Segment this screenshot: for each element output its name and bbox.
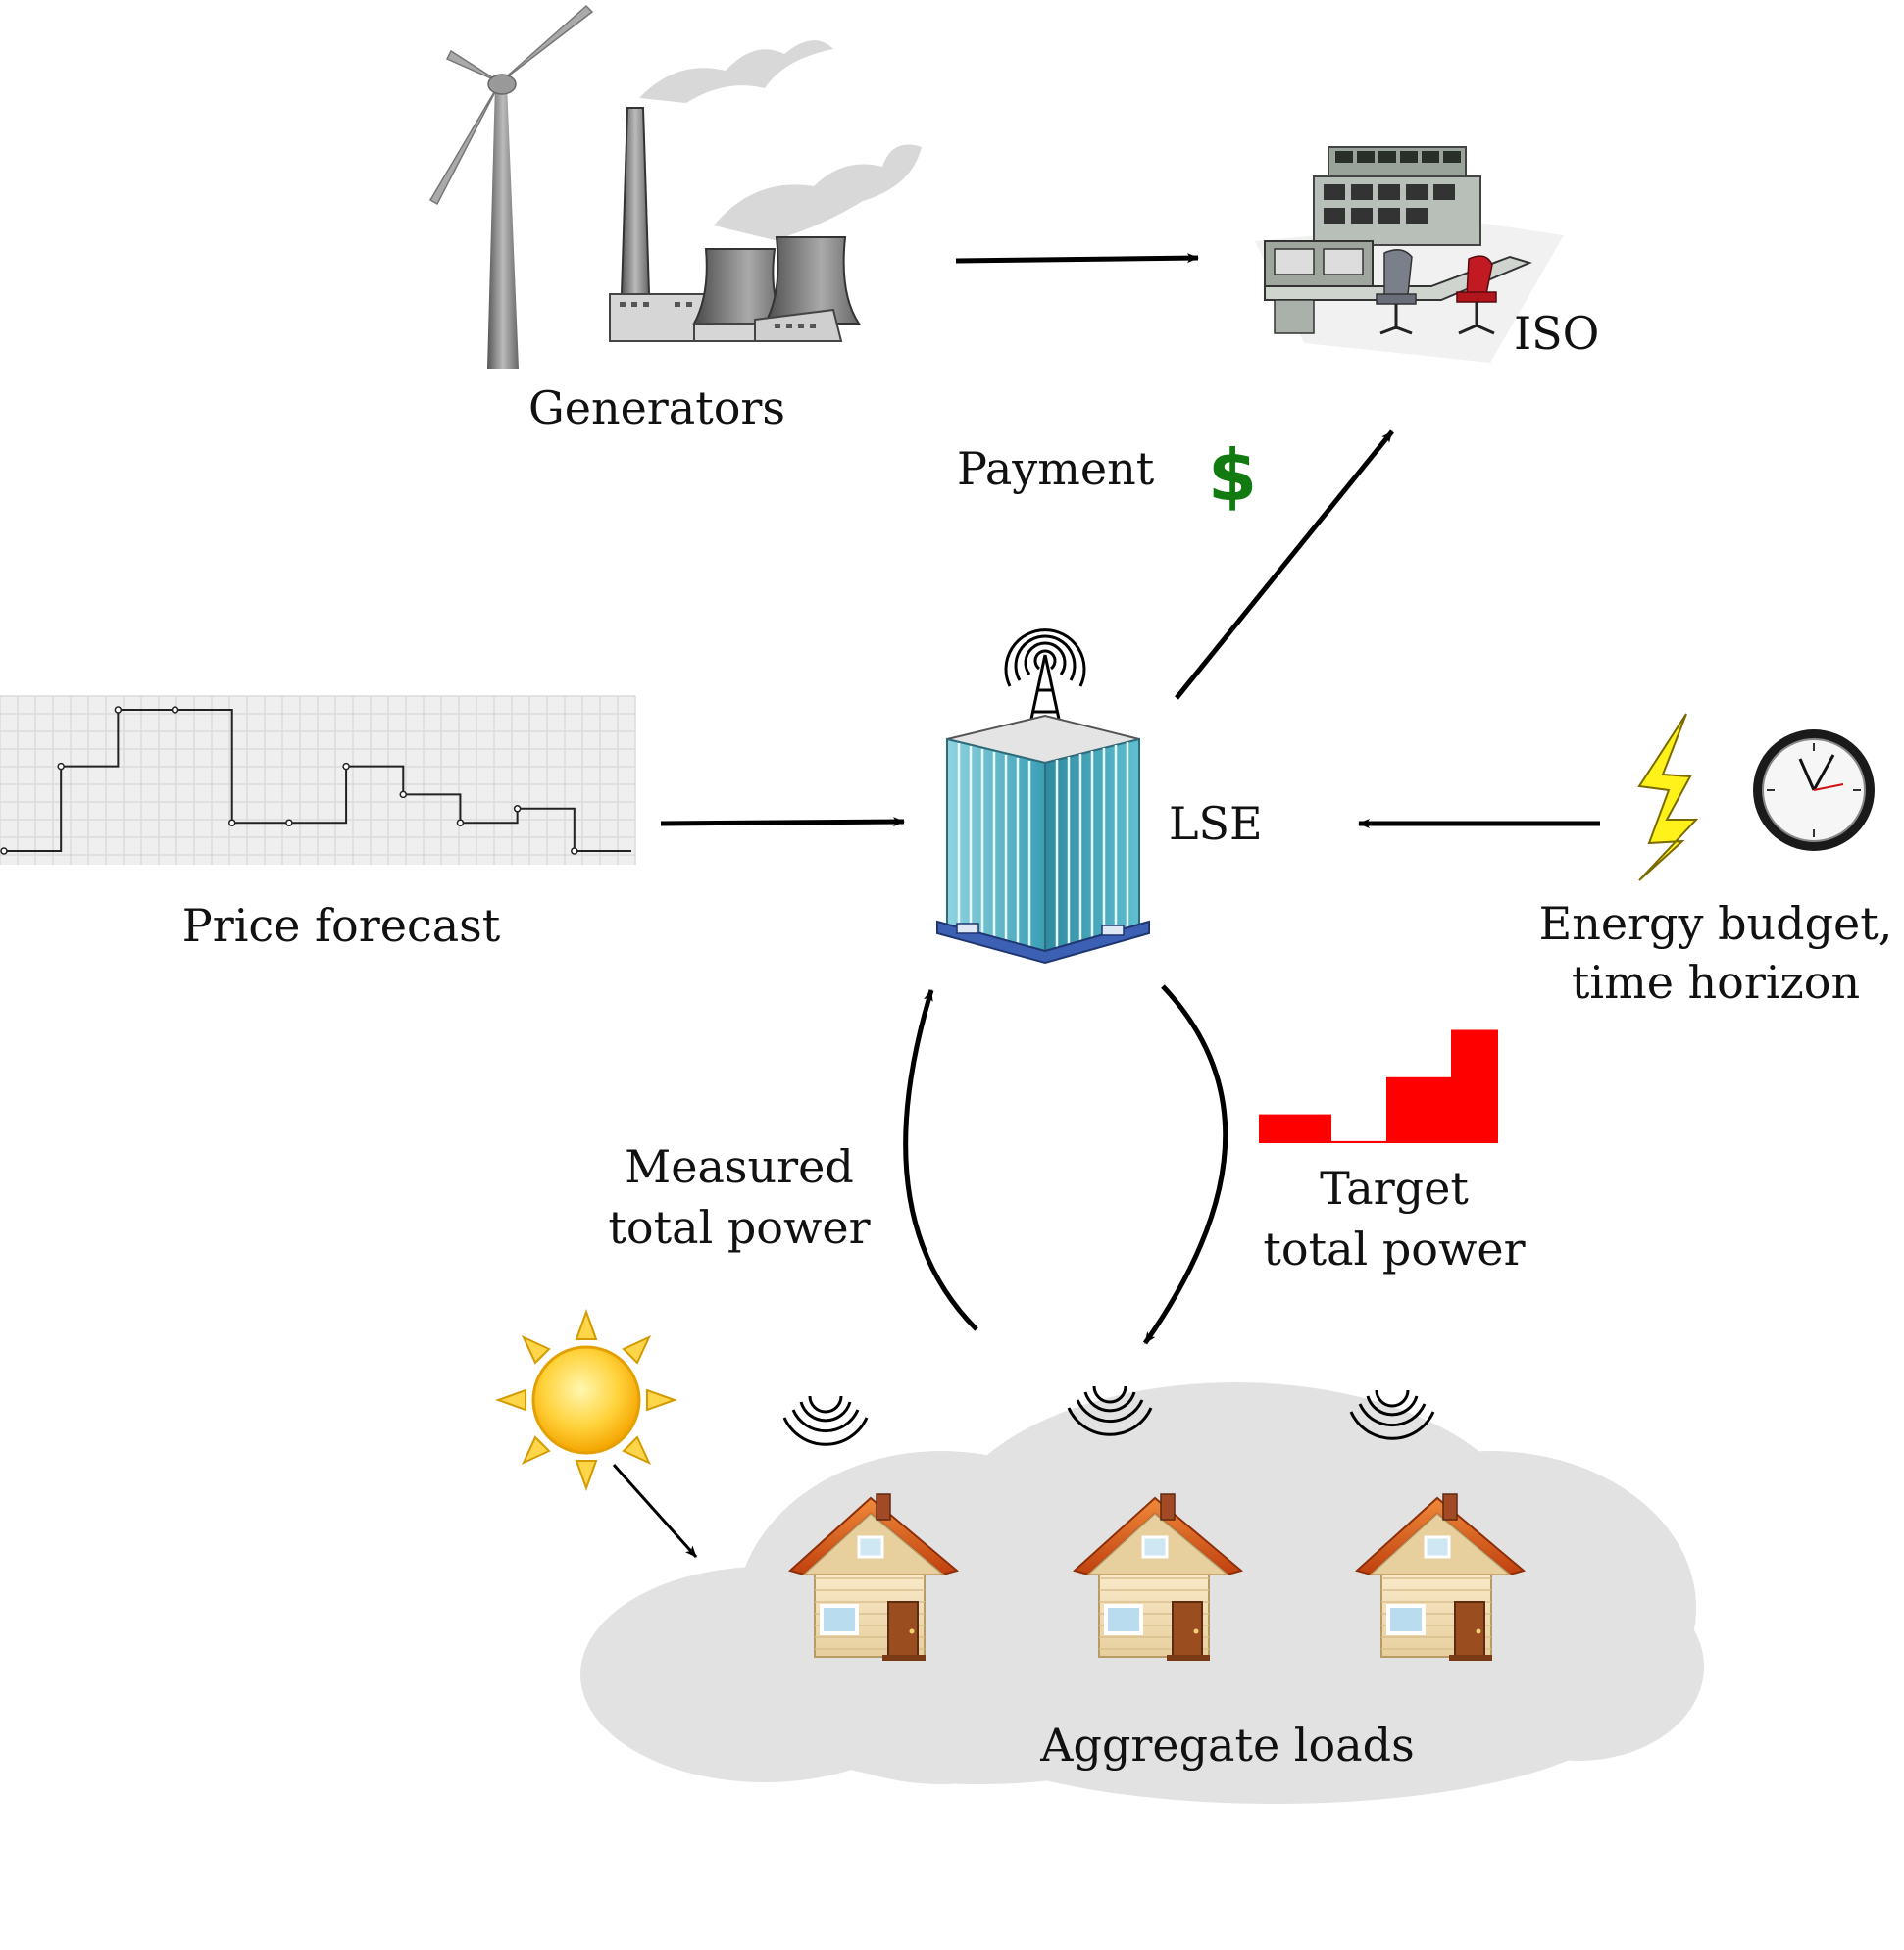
measured-power-arrow [903,989,978,1331]
price-forecast-label: Price forecast [182,899,501,952]
target-power-bar [1451,1029,1498,1143]
price-forecast-chart [0,695,636,865]
price-point [571,847,578,855]
price-to-lse-arrow [660,817,905,827]
clock-icon [1753,729,1875,851]
red-chair-icon [1456,255,1497,335]
wind-turbine-icon [428,4,594,369]
lightning-icon [1637,713,1699,881]
power-plant-icon [609,40,922,342]
sun-icon [495,1309,677,1491]
generators-to-iso-arrow [955,253,1199,264]
price-point [57,762,65,771]
target-power-chart [1259,1029,1498,1143]
generators-label: Generators [528,381,785,434]
price-point [456,819,465,826]
sun-to-loads-arrow [612,1464,698,1558]
signal-icon [782,1394,869,1446]
lse-label: LSE [1169,797,1263,850]
price-point [342,762,350,771]
price-point [399,790,408,799]
price-point [114,706,123,714]
dollar-icon: $ [1208,434,1257,517]
price-point [285,819,293,826]
energy-budget-label-line2: time horizon [1572,956,1860,1009]
control-room-icon [1255,146,1564,363]
chair-icon [1376,249,1417,335]
target-power-bar [1259,1114,1331,1143]
target-power-bar [1331,1140,1386,1143]
price-point [513,805,522,813]
measured-label-line1: Measured [625,1140,854,1193]
target-label-line1: Target [1320,1162,1469,1215]
price-point [171,706,179,714]
payment-label: Payment [957,442,1155,495]
price-point [0,847,8,855]
lse-to-iso-arrow [1175,429,1394,700]
measured-label-line2: total power [608,1201,870,1254]
aggregate-loads-label: Aggregate loads [1039,1719,1414,1772]
office-building-icon [936,714,1150,965]
target-power-bar [1386,1076,1451,1143]
iso-label: ISO [1514,307,1599,360]
target-power-arrow [1142,984,1228,1345]
price-point [227,819,236,826]
target-label-line2: total power [1263,1223,1525,1275]
energy-budget-label-line1: Energy budget, [1539,897,1893,950]
